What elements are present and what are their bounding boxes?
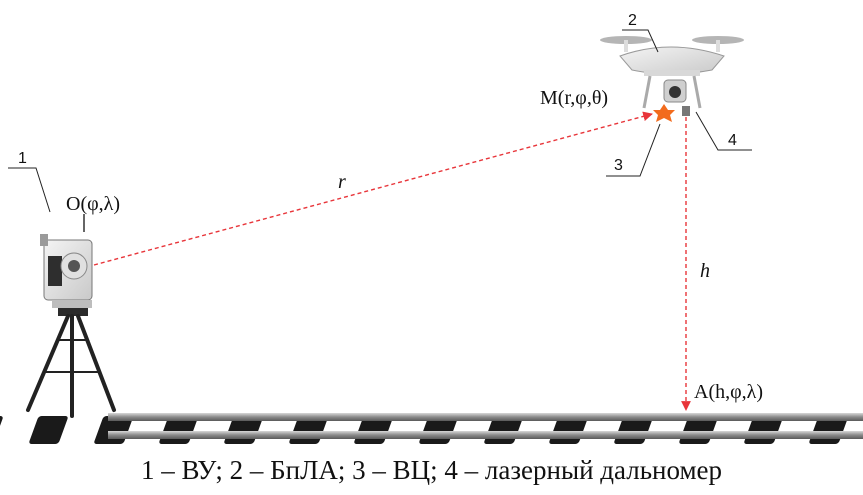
label-r: r <box>338 171 346 193</box>
callout-1: 1 <box>18 150 27 167</box>
railway-track <box>0 413 863 444</box>
leader-2 <box>622 29 659 53</box>
rail-near <box>108 431 863 439</box>
callout-leaders <box>8 29 752 213</box>
distance-line-r <box>93 111 653 266</box>
callout-4: 4 <box>728 132 737 149</box>
leader-3 <box>606 123 661 177</box>
laser-rangefinder-icon <box>682 106 690 116</box>
figure-caption: 1 – ВУ; 2 – БпЛА; 3 – ВЦ; 4 – лазерный д… <box>140 455 723 485</box>
tripod <box>26 306 116 418</box>
leader-1 <box>8 167 51 213</box>
tie <box>0 416 3 444</box>
label-point-m: M(r,φ,θ) <box>540 87 608 109</box>
total-station-icon <box>40 214 93 308</box>
callout-3: 3 <box>614 157 623 174</box>
drone-icon <box>600 36 744 109</box>
callout-2: 2 <box>628 12 637 29</box>
rail-far <box>108 413 863 421</box>
label-point-a: A(h,φ,λ) <box>694 381 763 403</box>
label-h: h <box>700 260 710 282</box>
tie <box>29 416 68 444</box>
target-marker-icon <box>653 104 675 122</box>
label-origin: O(φ,λ) <box>66 193 120 215</box>
leader-4 <box>695 111 752 151</box>
